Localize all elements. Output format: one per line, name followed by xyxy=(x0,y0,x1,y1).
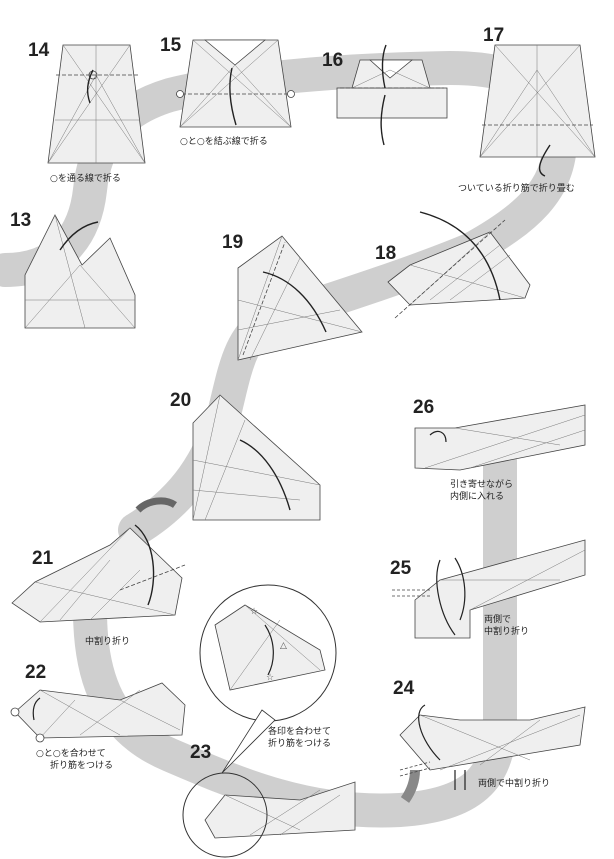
caption-step-25-line1: 両側で xyxy=(484,615,512,625)
caption-step-22-line1: ○と○を合わせて xyxy=(36,749,106,759)
step-number-19: 19 xyxy=(222,232,244,253)
svg-text:△: △ xyxy=(280,641,287,651)
diagram-step-15 xyxy=(176,39,295,128)
step-number-20: 20 xyxy=(170,390,192,411)
caption-step-21: 中割り折り xyxy=(85,637,131,647)
step-number-24: 24 xyxy=(393,678,415,699)
step-number-18: 18 xyxy=(375,243,397,264)
diagram-step-25 xyxy=(392,539,586,639)
caption-step-14: ○を通る線で折る xyxy=(50,174,121,184)
caption-step-25-line2: 中割り折り xyxy=(484,627,530,637)
diagram-step-20 xyxy=(135,394,321,521)
caption-step-24: 両側で中割り折り xyxy=(478,779,551,789)
step-number-25: 25 xyxy=(390,558,412,579)
diagram-step-18 xyxy=(387,211,531,319)
svg-text:☆: ☆ xyxy=(250,607,258,617)
step-number-14: 14 xyxy=(28,40,50,61)
caption-step-23-line1: 各印を合わせて xyxy=(268,727,332,737)
caption-step-15: ○と○を結ぶ線で折る xyxy=(180,137,268,147)
step-number-13: 13 xyxy=(10,210,32,231)
step-number-15: 15 xyxy=(160,35,182,56)
step-number-16: 16 xyxy=(322,50,344,71)
step-number-26: 26 xyxy=(413,397,435,418)
diagram-step-26 xyxy=(414,404,586,471)
diagram-step-13 xyxy=(24,214,136,329)
diagram-step-22 xyxy=(10,682,186,743)
diagram-step-24 xyxy=(399,704,586,790)
step-number-23: 23 xyxy=(190,742,212,763)
diagram-step-21 xyxy=(11,524,186,623)
step-number-17: 17 xyxy=(483,25,505,46)
diagram-step-17 xyxy=(479,44,596,177)
caption-step-26-line1: 引き寄せながら xyxy=(450,480,514,490)
step-number-21: 21 xyxy=(32,548,54,569)
diagram-step-23: ☆ △ ☆ xyxy=(182,584,420,858)
diagram-step-19 xyxy=(237,235,363,361)
caption-step-22-line2: 折り筋をつける xyxy=(50,761,114,771)
caption-step-23-line2: 折り筋をつける xyxy=(268,739,332,749)
svg-text:☆: ☆ xyxy=(266,673,274,683)
caption-step-17: ついている折り筋で折り畳む xyxy=(458,184,575,194)
diagram-step-14 xyxy=(47,44,146,164)
step-number-22: 22 xyxy=(25,662,47,683)
diagram-step-16 xyxy=(336,44,448,146)
caption-step-26-line2: 内側に入れる xyxy=(450,492,505,502)
